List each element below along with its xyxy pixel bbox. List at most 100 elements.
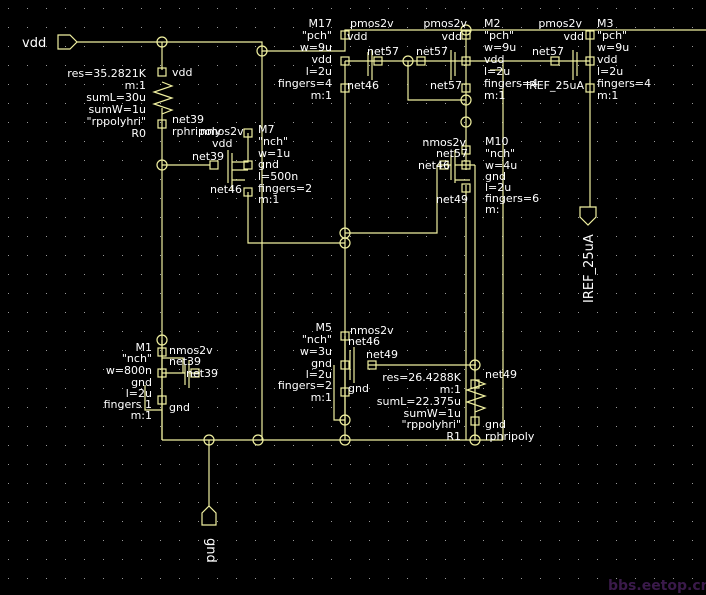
grid-dot — [578, 103, 579, 104]
grid-dot — [635, 160, 636, 161]
grid-dot — [426, 502, 427, 503]
grid-dot — [616, 483, 617, 484]
device-m2[interactable]: pmos2v vdd net57 net57 M2 "pch" w=9u vdd… — [416, 17, 538, 102]
grid-dot — [8, 160, 9, 161]
device-m7[interactable]: nmos2v vdd net39 net46 M7 "nch" w=1u gnd… — [192, 123, 312, 206]
grid-dot — [692, 46, 693, 47]
terminal-pin — [157, 368, 167, 378]
grid-dot — [445, 198, 446, 199]
grid-dot — [274, 559, 275, 560]
terminal-pin — [550, 56, 560, 66]
grid-dot — [198, 312, 199, 313]
grid-dot — [616, 350, 617, 351]
grid-dot — [27, 217, 28, 218]
grid-dot — [597, 331, 598, 332]
grid-dot — [84, 217, 85, 218]
grid-dot — [27, 103, 28, 104]
pin-iref[interactable]: IREF_25uA — [579, 206, 597, 303]
m10-name: M10 — [485, 135, 509, 148]
resistor-r1-icon — [465, 379, 487, 413]
grid-dot — [692, 464, 693, 465]
grid-dot — [293, 483, 294, 484]
grid-dot — [692, 198, 693, 199]
grid-dot — [388, 388, 389, 389]
grid-dot — [236, 103, 237, 104]
grid-dot — [483, 369, 484, 370]
grid-dot — [578, 236, 579, 237]
grid-dot — [255, 274, 256, 275]
pin-vdd[interactable]: vdd — [22, 34, 78, 51]
grid-dot — [483, 578, 484, 579]
grid-dot — [426, 46, 427, 47]
grid-dot — [46, 255, 47, 256]
grid-dot — [426, 274, 427, 275]
m5-gate: net49 — [366, 348, 398, 361]
grid-dot — [236, 350, 237, 351]
device-m3[interactable]: pmos2v vdd net57 IREF_25uA M3 "pch" w=9u… — [526, 17, 651, 102]
terminal-pin — [461, 160, 471, 170]
grid-dot — [559, 8, 560, 9]
grid-dot — [8, 521, 9, 522]
grid-dot — [141, 559, 142, 560]
device-r1[interactable]: res=26.4288K m:1 sumL=22.375u sumW=1u "r… — [377, 368, 535, 443]
grid-dot — [597, 27, 598, 28]
grid-dot — [65, 464, 66, 465]
grid-dot — [578, 293, 579, 294]
grid-dot — [65, 46, 66, 47]
grid-dot — [141, 217, 142, 218]
device-r0[interactable]: res=35.2821K m:1 sumL=30u sumW=1u "rppol… — [67, 66, 222, 140]
grid-dot — [198, 236, 199, 237]
grid-dot — [654, 350, 655, 351]
grid-dot — [559, 103, 560, 104]
grid-dot — [578, 122, 579, 123]
grid-dot — [407, 312, 408, 313]
grid-dot — [160, 84, 161, 85]
grid-dot — [8, 27, 9, 28]
grid-dot — [483, 331, 484, 332]
grid-dot — [559, 198, 560, 199]
grid-dot — [388, 236, 389, 237]
grid-dot — [426, 578, 427, 579]
grid-dot — [350, 293, 351, 294]
device-m1[interactable]: M1 "nch" w=800n gnd l=2u fingers 1 m:1 n… — [104, 341, 218, 422]
terminal-pin — [243, 160, 253, 170]
grid-dot — [103, 502, 104, 503]
grid-dot — [635, 274, 636, 275]
pin-gnd[interactable]: gnd — [201, 505, 218, 563]
terminal-pins — [157, 30, 595, 426]
m17-gate: net57 — [367, 45, 399, 58]
grid-dot — [369, 578, 370, 579]
grid-dot — [141, 179, 142, 180]
grid-dot — [198, 160, 199, 161]
grid-dot — [616, 103, 617, 104]
device-m5[interactable]: M5 "nch" w=3u gnd l=2u fingers=2 m:1 nmo… — [278, 321, 398, 404]
device-m17[interactable]: M17 "pch" w=9u vdd l=2u fingers=4 m:1 pm… — [278, 17, 399, 102]
grid-dot — [255, 407, 256, 408]
grid-dot — [388, 255, 389, 256]
grid-dot — [217, 141, 218, 142]
grid-dot — [236, 122, 237, 123]
grid-dot — [122, 502, 123, 503]
grid-dot — [255, 255, 256, 256]
wire-net46-m10gate — [345, 165, 438, 234]
grid-dot — [616, 84, 617, 85]
grid-dot — [274, 293, 275, 294]
grid-dot — [464, 464, 465, 465]
grid-dot — [692, 540, 693, 541]
grid-dot — [293, 179, 294, 180]
grid-dot — [597, 445, 598, 446]
grid-dot — [445, 122, 446, 123]
grid-dot — [312, 141, 313, 142]
grid-dot — [388, 65, 389, 66]
grid-dot — [521, 464, 522, 465]
grid-dot — [103, 236, 104, 237]
grid-dot — [179, 255, 180, 256]
grid-dot — [559, 502, 560, 503]
grid-dot — [369, 8, 370, 9]
grid-dot — [293, 293, 294, 294]
device-m10[interactable]: nmos2v net57 net46 net49 M10 "nch" w=4u … — [418, 135, 539, 216]
grid-dot — [179, 540, 180, 541]
grid-dot — [84, 255, 85, 256]
terminal-pin — [340, 30, 350, 40]
